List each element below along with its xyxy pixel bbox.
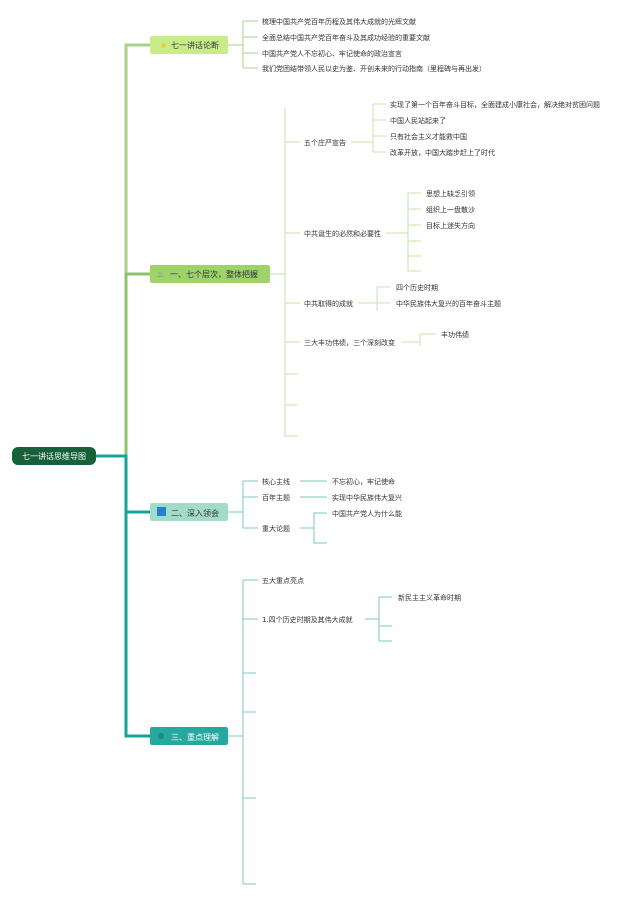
necessity-item[interactable]: 思想上缺乏引领	[426, 189, 475, 198]
branch-claims: ★ 七一讲话论断 梳理中国共产党百年历程及其伟大成就的光辉文献 全面总结中国共产…	[150, 17, 486, 73]
declaration-item[interactable]: 实现了第一个百年奋斗目标，全面建成小康社会，解决绝对贫困问题	[390, 100, 600, 109]
sub-party-achievements[interactable]: 中共取得的成就	[304, 299, 353, 308]
claim-item[interactable]: 全面总结中国共产党百年奋斗及其成功经验的重要文献	[262, 33, 430, 42]
branch-seven-levels: ♨ 一、七个层次，整体把握 五个庄严宣告 实现了第一个百年奋斗目标，全面建成小康…	[150, 100, 600, 437]
feat-item[interactable]: 丰功伟绩	[441, 330, 469, 339]
sub-five-highlights[interactable]: 五大重点亮点	[262, 576, 304, 585]
sub-four-periods[interactable]: 1.四个历史时期及其伟大成就	[262, 615, 353, 624]
claim-item[interactable]: 我们党团结带领人民以史为鉴、开创未来的行动指南（里程碑与再出发）	[262, 64, 486, 73]
declaration-item[interactable]: 中国人民站起来了	[390, 116, 446, 125]
sub-great-feats[interactable]: 三大丰功伟绩，三个深刻改变	[304, 338, 395, 347]
branch-deep-understanding-node[interactable]: 二、深入领会	[150, 503, 228, 521]
period-item[interactable]: 新民主主义革命时期	[398, 593, 461, 602]
root-node[interactable]: 七一讲话思维导图	[12, 447, 96, 465]
branch-claims-label: 七一讲话论断	[171, 40, 219, 50]
major-topic-item[interactable]: 中国共产党人为什么能	[332, 509, 402, 518]
flag-icon	[157, 507, 166, 516]
necessity-item[interactable]: 目标上迷失方向	[426, 221, 475, 230]
branch-key-points-label: 三、重点理解	[171, 732, 219, 742]
sub-core-thread[interactable]: 核心主线	[262, 477, 290, 486]
sub-solemn-declarations[interactable]: 五个庄严宣告	[304, 138, 346, 147]
branch-deep-understanding-label: 二、深入领会	[171, 508, 219, 518]
branch-seven-levels-label: 一、七个层次，整体把握	[170, 269, 258, 279]
branch-claims-node[interactable]: ★ 七一讲话论断	[150, 36, 228, 54]
sub-party-necessity[interactable]: 中共诞生的必然和必要性	[304, 229, 381, 238]
claim-item[interactable]: 梳理中国共产党百年历程及其伟大成就的光辉文献	[262, 17, 416, 26]
declaration-item[interactable]: 改革开放，中国大踏步赶上了时代	[390, 148, 495, 157]
achievement-item[interactable]: 四个历史时期	[396, 283, 438, 292]
declaration-item[interactable]: 只有社会主义才能救中国	[390, 132, 467, 141]
branch-key-points: 三、重点理解 五大重点亮点 1.四个历史时期及其伟大成就 新民主主义革命时期	[150, 576, 461, 885]
sub-centennial-theme[interactable]: 百年主题	[262, 493, 290, 502]
centennial-theme-item[interactable]: 实现中华民族伟大复兴	[332, 493, 402, 502]
star-icon: ★	[160, 41, 167, 50]
achievement-item[interactable]: 中华民族伟大复兴的百年奋斗主题	[396, 299, 501, 308]
root-connectors	[96, 43, 150, 738]
flame-icon: ♨	[157, 270, 164, 279]
core-thread-item[interactable]: 不忘初心，牢记使命	[332, 477, 395, 486]
root-title: 七一讲话思维导图	[22, 451, 86, 461]
bullet-icon	[158, 733, 164, 739]
branch-seven-levels-node[interactable]: ♨ 一、七个层次，整体把握	[150, 265, 270, 283]
claim-item[interactable]: 中国共产党人不忘初心、牢记使命的政治宣言	[262, 49, 402, 58]
necessity-item[interactable]: 组织上一盘散沙	[426, 205, 475, 214]
sub-major-topic[interactable]: 重大论题	[262, 524, 290, 533]
branch-deep-understanding: 二、深入领会 核心主线 不忘初心，牢记使命 百年主题 实现中华民族伟大复兴 重大…	[150, 477, 402, 544]
branch-key-points-node[interactable]: 三、重点理解	[150, 727, 228, 745]
